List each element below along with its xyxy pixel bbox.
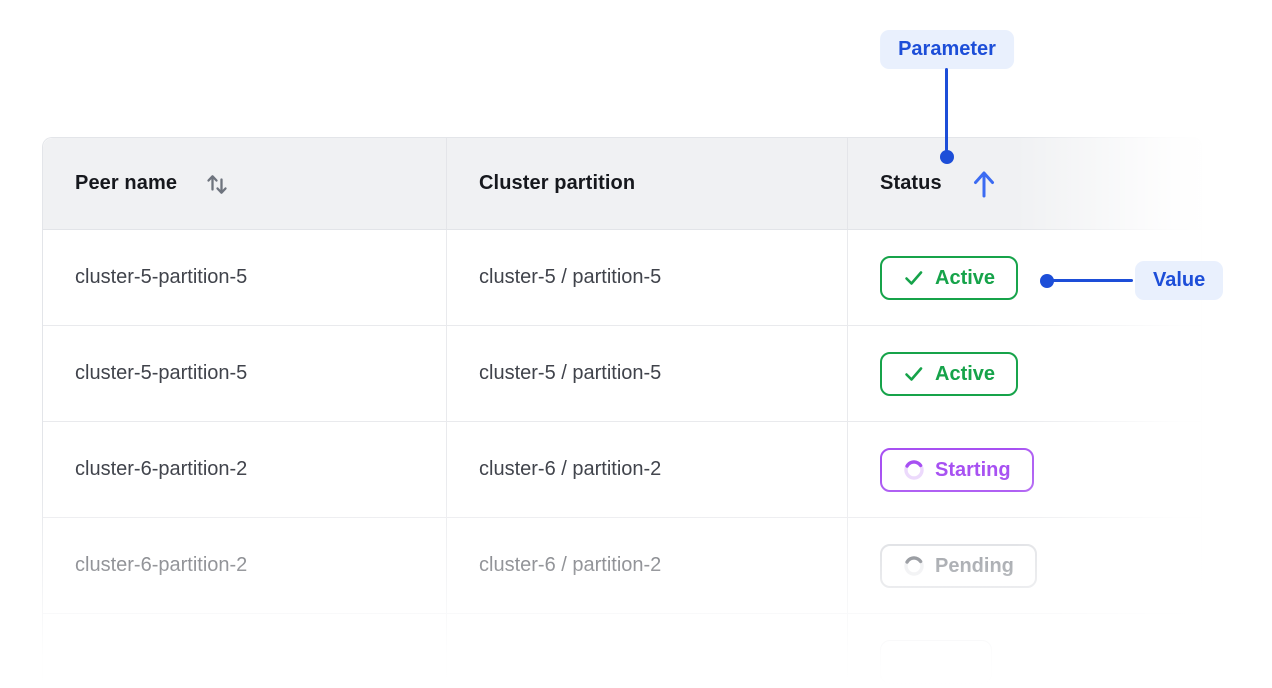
status-badge-active: Active (880, 351, 1019, 396)
parameter-callout-badge: Parameter (880, 30, 1014, 69)
column-header-cluster-partition[interactable]: Cluster partition (447, 138, 848, 229)
value-connector-dot (1040, 274, 1054, 288)
table-row: cluster-5-partition-5 cluster-5 / partit… (43, 326, 1201, 422)
status-badge-label: Pending (935, 554, 1014, 577)
peer-name-cell (43, 614, 447, 688)
column-header-label: Cluster partition (479, 172, 636, 194)
check-icon (905, 366, 923, 381)
peer-name-cell: cluster-6-partition-2 (43, 422, 447, 517)
peer-name-cell: cluster-5-partition-5 (43, 326, 447, 421)
cluster-partition-cell: cluster-6 / partition-2 (447, 422, 848, 517)
status-cell: Starting (848, 422, 1201, 517)
spinner-icon (904, 459, 924, 480)
table-header-row: Peer name Cluster partition Status (43, 138, 1201, 230)
status-cell: Active (848, 230, 1201, 325)
spinner-icon (904, 555, 924, 576)
status-badge-label: Starting (935, 458, 1011, 481)
status-badge-partial (880, 639, 992, 684)
cluster-partition-cell: cluster-5 / partition-5 (447, 230, 848, 325)
parameter-connector-line (945, 68, 948, 151)
peer-name-cell: cluster-5-partition-5 (43, 230, 447, 325)
table-row (43, 614, 1201, 688)
status-cell: Active (848, 326, 1201, 421)
column-header-status[interactable]: Status (848, 138, 1201, 229)
status-badge-pending: Pending (880, 543, 1037, 588)
status-cell: Pending (848, 518, 1201, 613)
status-badge-label: Active (935, 362, 996, 385)
column-header-label: Peer name (75, 172, 178, 194)
check-icon (905, 270, 923, 285)
value-callout-badge: Value (1135, 261, 1224, 300)
status-badge-starting: Starting (880, 447, 1034, 492)
column-header-peer-name[interactable]: Peer name (43, 138, 447, 229)
peer-name-cell: cluster-6-partition-2 (43, 518, 447, 613)
value-connector-line (1051, 279, 1133, 282)
table-row: cluster-6-partition-2 cluster-6 / partit… (43, 518, 1201, 614)
sort-both-icon (207, 174, 227, 194)
table-row: cluster-5-partition-5 cluster-5 / partit… (43, 230, 1201, 326)
cluster-partition-cell (447, 614, 848, 688)
status-cell (848, 614, 1201, 688)
peers-table: Peer name Cluster partition Status clust… (42, 137, 1202, 688)
cluster-partition-cell: cluster-6 / partition-2 (447, 518, 848, 613)
cluster-partition-cell: cluster-5 / partition-5 (447, 326, 848, 421)
column-header-label: Status (880, 172, 942, 194)
sort-ascending-icon (973, 171, 994, 197)
parameter-connector-dot (940, 150, 954, 164)
table-row: cluster-6-partition-2 cluster-6 / partit… (43, 422, 1201, 518)
status-badge-label: Active (935, 266, 996, 289)
status-badge-active: Active (880, 255, 1019, 300)
